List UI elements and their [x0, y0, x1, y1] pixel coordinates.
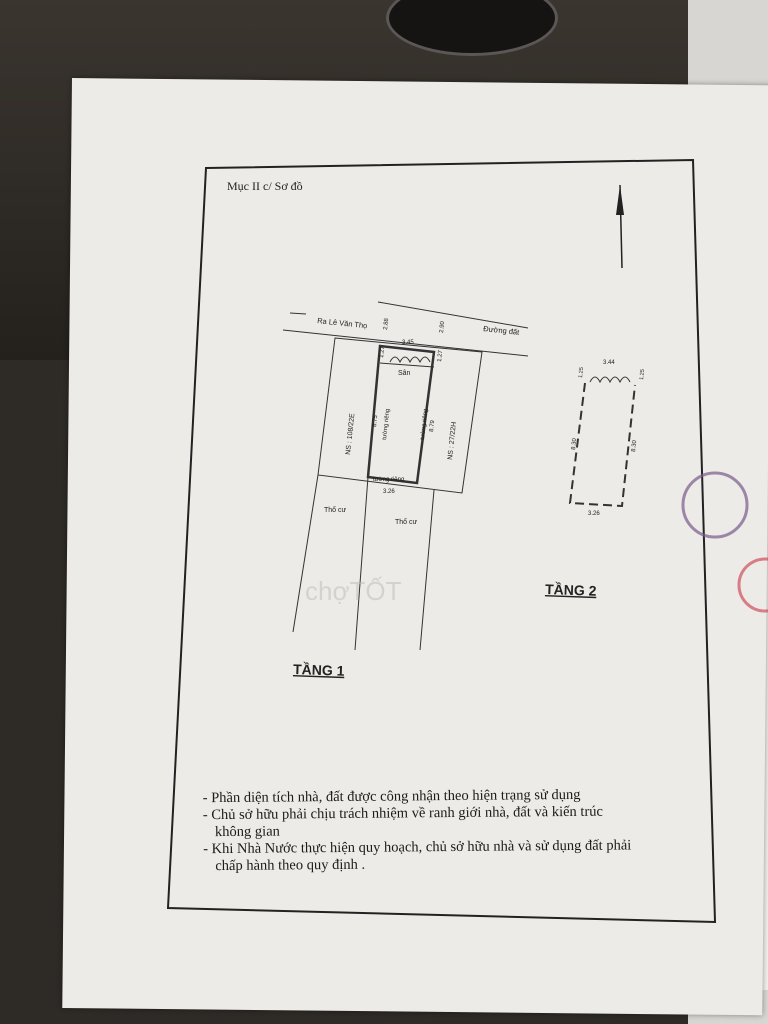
- road-label-right: Đường đất: [483, 324, 521, 337]
- wall-left: tường riêng: [382, 408, 391, 440]
- dim-back: 3.26: [383, 489, 395, 495]
- road-label-left: Ra Lê Văn Thọ: [317, 316, 368, 330]
- wall-right: tường riêng: [420, 408, 429, 440]
- dim-side-right-top: 1.27: [437, 349, 444, 362]
- floor2-dim-right: 8.30: [631, 439, 638, 452]
- dim-road-right: 2.90: [439, 320, 446, 333]
- land-type-left: Thổ cư: [324, 506, 347, 514]
- floor2-dim-corner-left: 1.25: [578, 367, 585, 378]
- yard-label: Sân: [398, 370, 411, 377]
- section-title: Mục II c/ Sơ đồ: [227, 179, 303, 193]
- road-edge-top: [377, 301, 529, 329]
- neighbor-right: NS : 27/22H: [447, 422, 458, 461]
- official-stamp: [681, 471, 749, 539]
- notes-section: - Phần diện tích nhà, đất được công nhận…: [203, 786, 704, 875]
- document-frame: [166, 158, 717, 924]
- dim-side-left-top: 1.27: [379, 345, 386, 358]
- wall-back: tường riêng: [373, 477, 404, 483]
- dim-right: 8.79: [429, 419, 436, 432]
- main-plot: [366, 344, 436, 485]
- floor2-dim-left: 8.30: [571, 437, 578, 450]
- plot-outlines: [292, 337, 483, 651]
- land-type-right: Thổ cư: [395, 518, 418, 526]
- floor2-label: TẦNG 2: [545, 581, 597, 599]
- road-edge-bottom: [282, 329, 529, 357]
- dim-left: 8.75: [372, 414, 379, 427]
- floor2-dim-front: 3.44: [603, 360, 615, 366]
- north-arrow-icon: [616, 184, 624, 269]
- steps-icon: [389, 356, 431, 364]
- neighbor-left: NS : 108/22E: [345, 413, 356, 455]
- dim-road-left: 2.88: [383, 317, 390, 330]
- floor2-outline: [568, 382, 636, 508]
- red-stamp: [737, 557, 768, 613]
- dim-front: 3.45: [402, 340, 414, 346]
- balcony-icon: [589, 376, 631, 384]
- floor2-dim-back: 3.26: [588, 511, 600, 517]
- floor1-label: TẦNG 1: [293, 661, 345, 679]
- watermark-logo: chợTỐT: [305, 576, 402, 606]
- floor2-dim-corner-right: 1.25: [639, 369, 646, 380]
